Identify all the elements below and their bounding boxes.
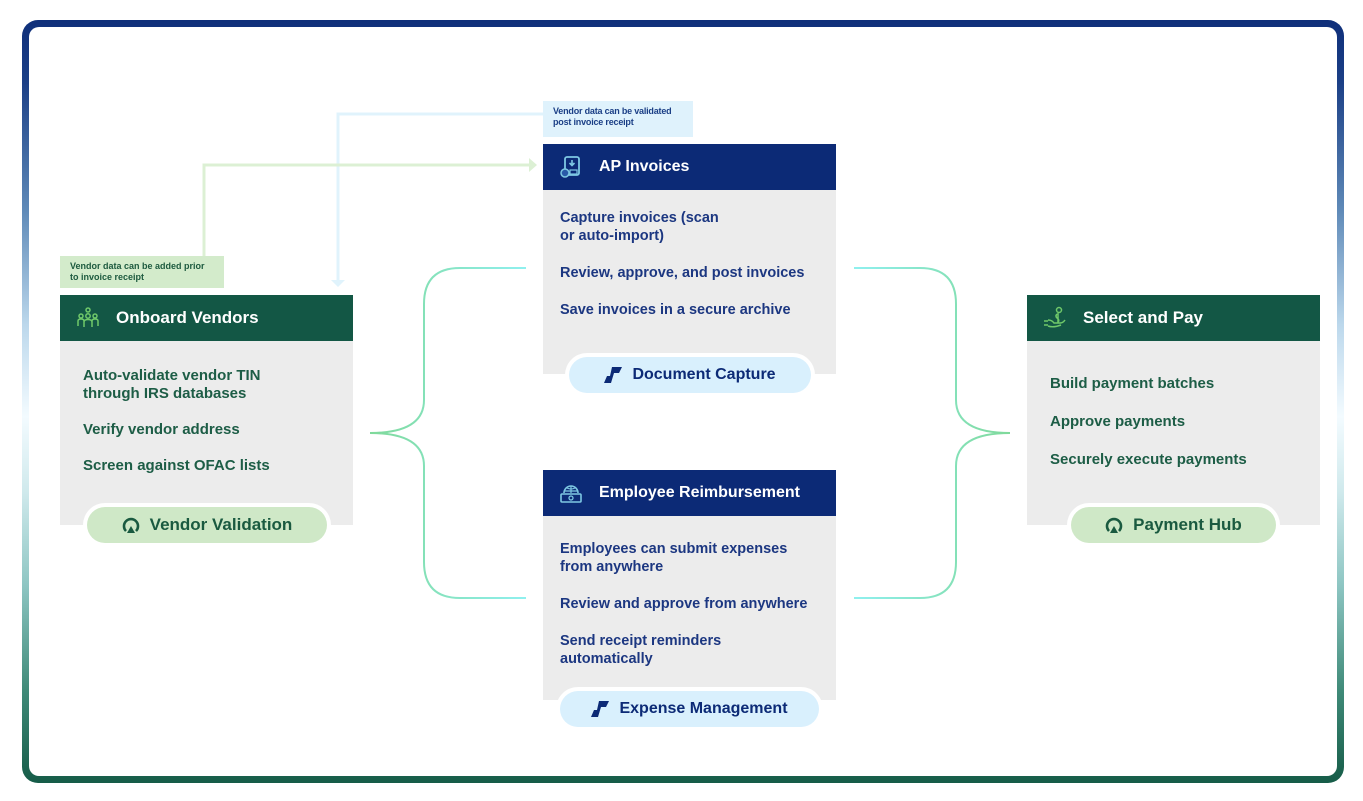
list-item: Review, approve, and post invoices (560, 265, 805, 281)
card-header: Employee Reimbursement (543, 470, 836, 516)
card-title: Employee Reimbursement (599, 484, 800, 501)
product-label: Expense Management (619, 700, 788, 717)
product-pill-payment-hub[interactable]: Payment Hub (1071, 507, 1276, 543)
note-validate-post-receipt: Vendor data can be validated post invoic… (543, 101, 693, 137)
card-title: Onboard Vendors (116, 308, 259, 327)
card-ap-invoices: AP Invoices Capture invoices (scan or au… (543, 144, 836, 374)
list-item: Save invoices in a secure archive (560, 302, 791, 318)
card-select-and-pay: Select and Pay Build payment batches App… (1027, 295, 1320, 525)
hand-money-icon (1043, 306, 1067, 330)
product-pill-document-capture[interactable]: Document Capture (569, 357, 811, 393)
card-header: AP Invoices (543, 144, 836, 190)
list-item: Build payment batches (1050, 375, 1215, 392)
product-label: Document Capture (632, 366, 776, 383)
card-header: Onboard Vendors (60, 295, 353, 341)
arch-logo-icon (1105, 516, 1123, 534)
product-label: Vendor Validation (149, 515, 293, 534)
people-group-icon (76, 306, 100, 330)
invoice-document-icon (559, 155, 583, 179)
arch-logo-icon (122, 516, 140, 534)
stair-logo-icon (591, 700, 610, 718)
product-pill-vendor-validation[interactable]: Vendor Validation (87, 507, 327, 543)
card-title: AP Invoices (599, 158, 690, 175)
note-add-prior-receipt: Vendor data can be added prior to invoic… (60, 256, 224, 288)
list-item: Employees can submit expenses from anywh… (560, 541, 788, 575)
card-employee-reimbursement: Employee Reimbursement Employees can sub… (543, 470, 836, 700)
card-header: Select and Pay (1027, 295, 1320, 341)
product-label: Payment Hub (1133, 515, 1242, 534)
list-item: Approve payments (1050, 413, 1186, 430)
list-item: Send receipt reminders automatically (560, 633, 722, 667)
list-item: Capture invoices (scan or auto-import) (560, 210, 719, 244)
list-item: Screen against OFAC lists (83, 457, 270, 474)
list-item: Review and approve from anywhere (560, 596, 808, 612)
list-item: Securely execute payments (1050, 451, 1247, 468)
card-title: Select and Pay (1083, 308, 1204, 327)
list-item: Auto-validate vendor TIN through IRS dat… (83, 367, 261, 402)
stair-logo-icon (604, 366, 623, 384)
globe-money-icon (559, 481, 583, 505)
product-pill-expense-management[interactable]: Expense Management (560, 691, 819, 727)
card-onboard-vendors: Onboard Vendors Auto-validate vendor TIN… (60, 295, 353, 525)
list-item: Verify vendor address (83, 421, 240, 438)
